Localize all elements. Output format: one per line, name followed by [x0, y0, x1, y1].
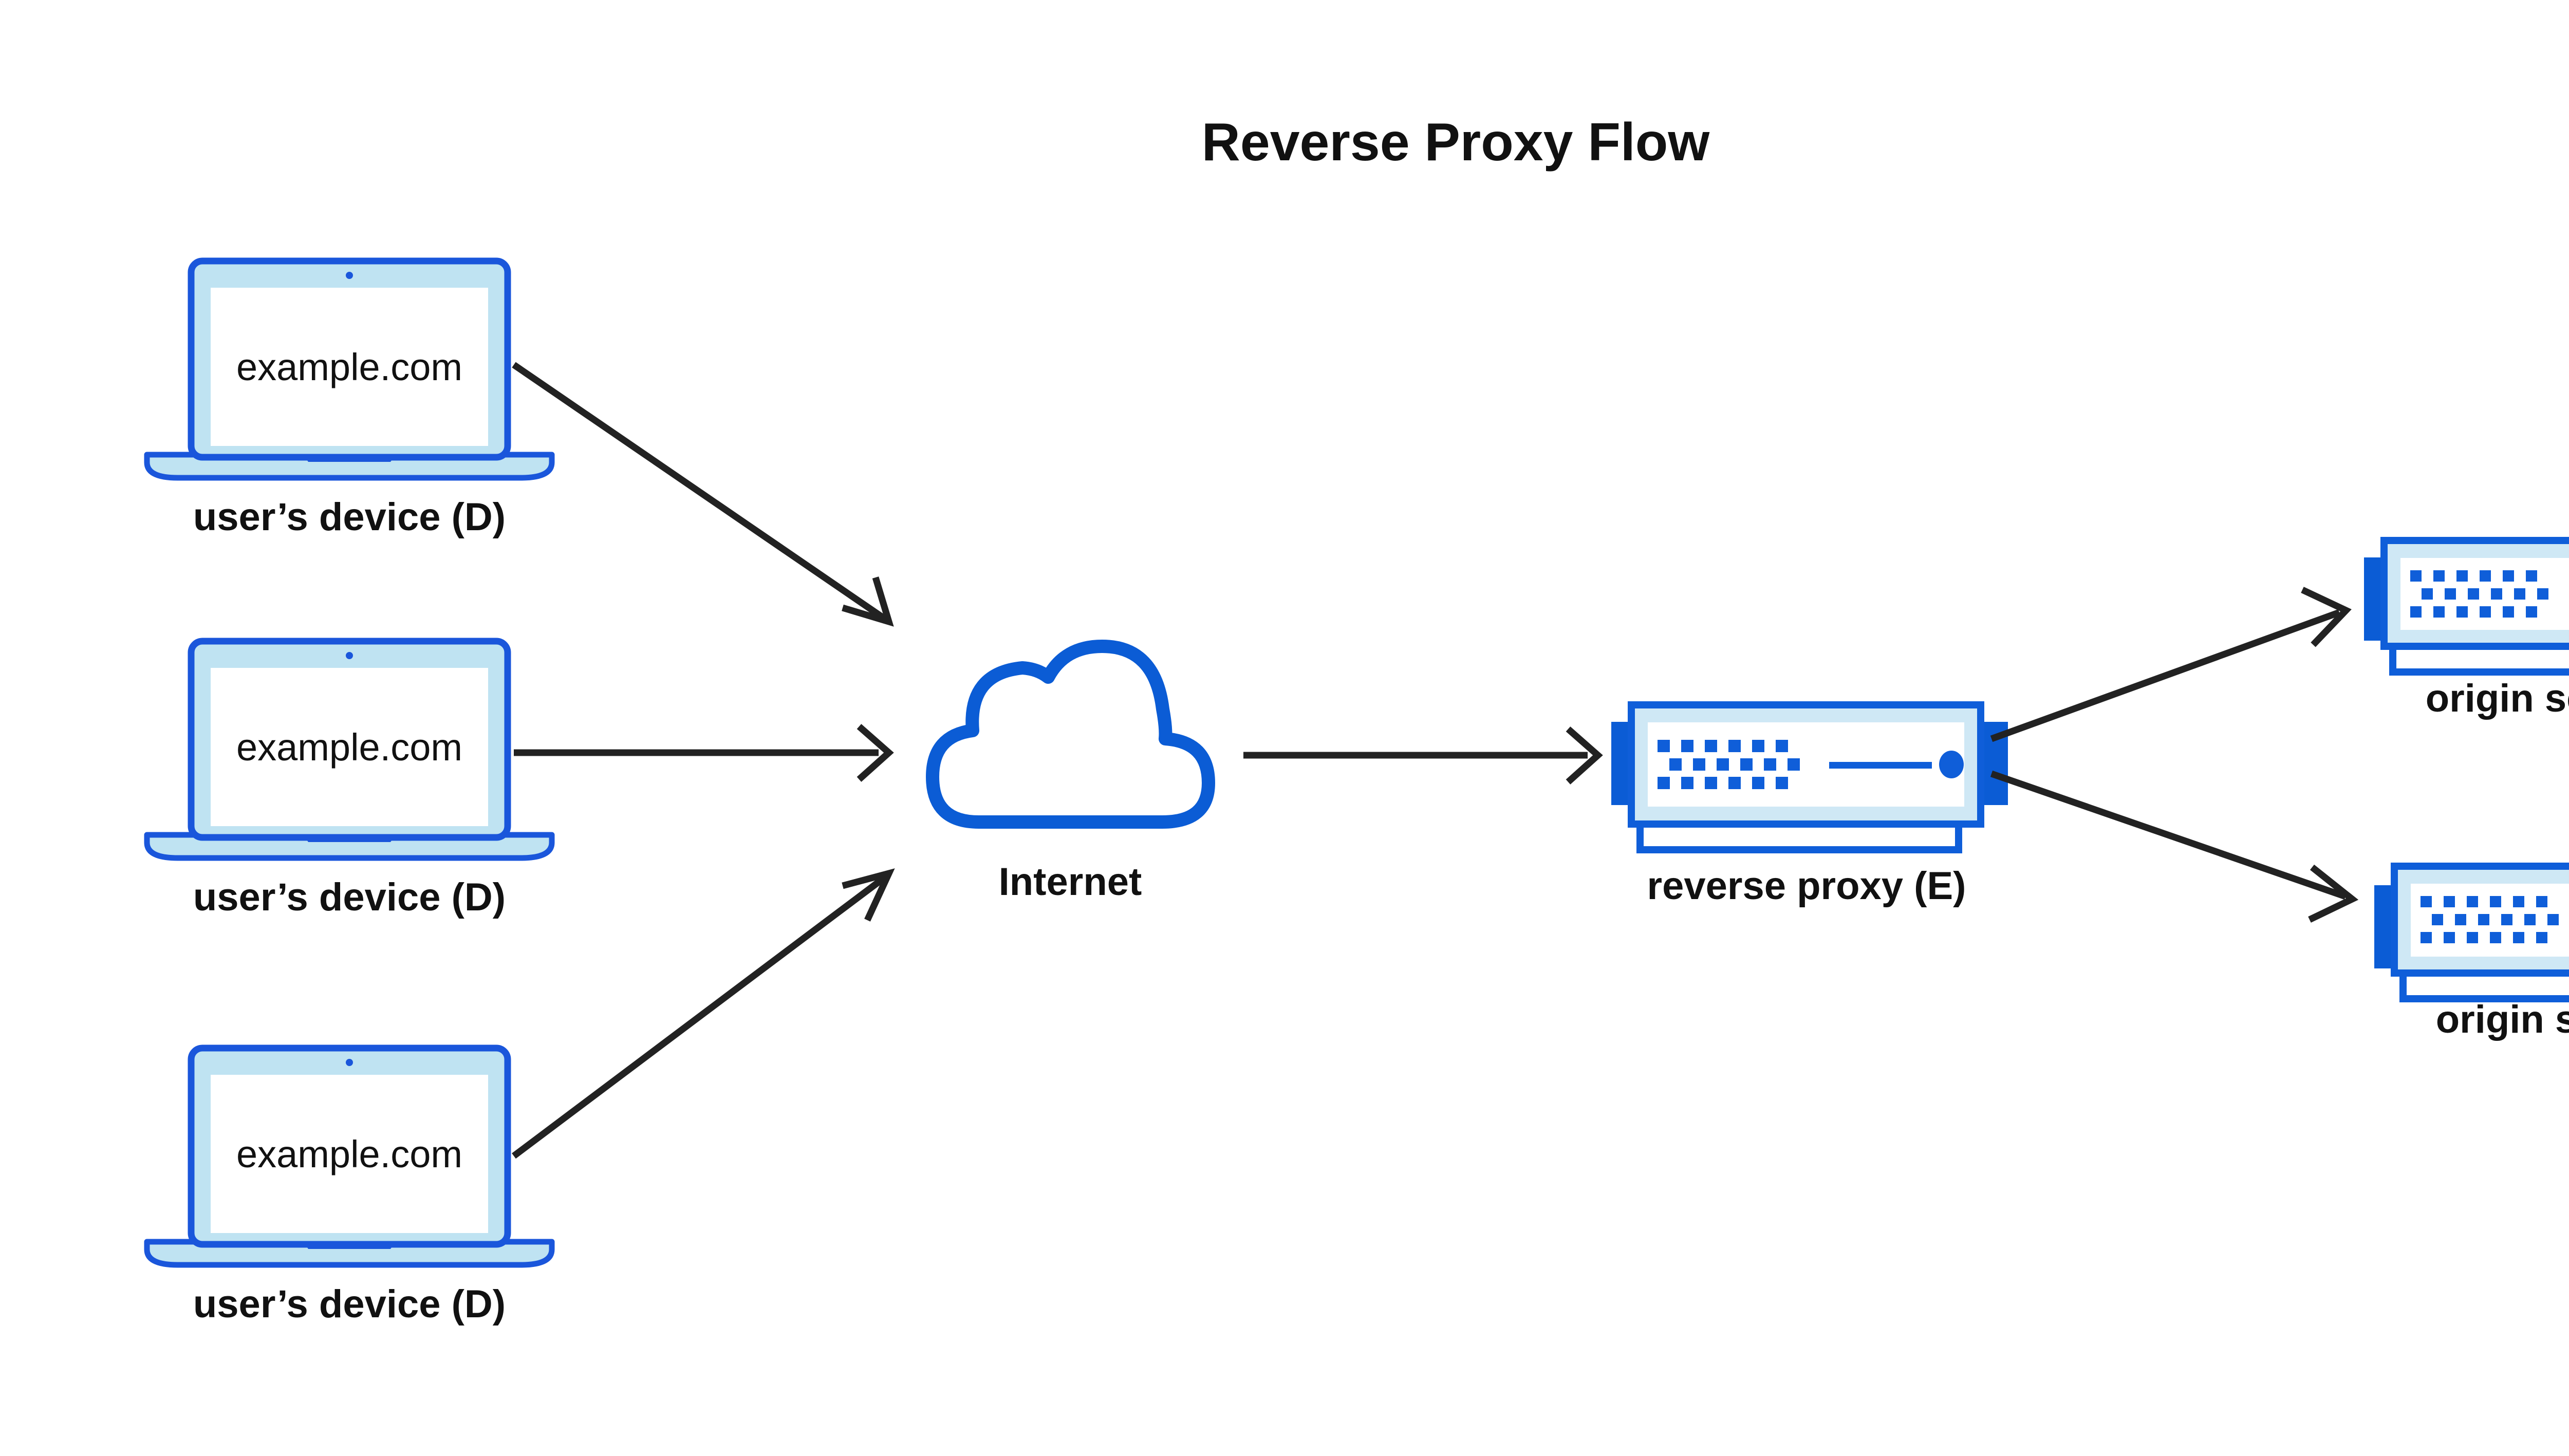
- webcam-icon: [346, 652, 353, 659]
- reverse-proxy-label: reverse proxy (E): [1647, 864, 1966, 908]
- device-top-label: user’s device (D): [193, 495, 506, 539]
- device-bottom-label: user’s device (D): [193, 1282, 506, 1326]
- origin-top[interactable]: origin server (F): [2364, 537, 2569, 720]
- origin-bottom-label: origin server (F): [2436, 998, 2569, 1041]
- internet-cloud[interactable]: Internet: [926, 640, 1215, 904]
- flow-device-bottom-to-internet: [512, 868, 895, 1159]
- device-bottom[interactable]: example.com user’s device (D): [144, 1044, 555, 1326]
- cloud-icon: [926, 640, 1215, 829]
- laptop-hinge-notch: [303, 835, 396, 842]
- device-screen-url: example.com: [236, 346, 462, 388]
- reverse-proxy[interactable]: reverse proxy (E): [1611, 701, 2008, 908]
- flow-device-top-to-internet: [512, 362, 894, 627]
- origin-bottom[interactable]: origin server (F): [2374, 863, 2569, 1041]
- laptop-screen: [211, 1075, 488, 1233]
- laptop-screen: [211, 288, 488, 446]
- flow-device-middle-to-internet: [514, 724, 894, 782]
- laptop-hinge-notch: [303, 1242, 396, 1249]
- origin-top-label: origin server (F): [2426, 677, 2569, 720]
- page-title: Reverse Proxy Flow: [1202, 113, 1710, 172]
- server-status-line: [1829, 762, 1932, 769]
- laptop-hinge-notch: [303, 455, 396, 462]
- server-indicator-dot: [1939, 751, 1964, 778]
- server-led-grid: [1658, 740, 1800, 789]
- flow-proxy-to-origin-top: [1990, 587, 2352, 742]
- device-middle-label: user’s device (D): [193, 875, 506, 919]
- server-led-grid: [2410, 570, 2548, 618]
- flow-proxy-to-origin-bottom: [1990, 770, 2359, 923]
- device-screen-url: example.com: [236, 726, 462, 769]
- webcam-icon: [346, 1059, 353, 1066]
- device-middle[interactable]: example.com user’s device (D): [144, 638, 555, 919]
- webcam-icon: [346, 272, 353, 279]
- flow-internet-to-proxy: [1243, 726, 1603, 785]
- internet-label: Internet: [999, 860, 1142, 904]
- server-led-grid: [2421, 896, 2559, 943]
- device-top[interactable]: example.com user’s device (D): [144, 257, 555, 539]
- laptop-screen: [211, 668, 488, 826]
- device-screen-url: example.com: [236, 1133, 462, 1175]
